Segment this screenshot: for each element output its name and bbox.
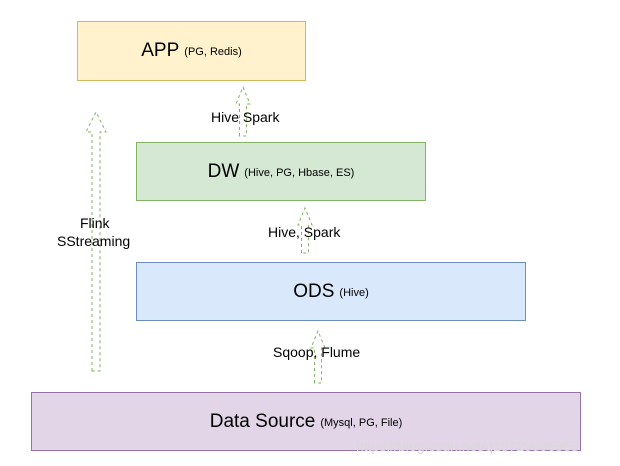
watermark-text: https://blog.csdn.net/q18729096963 xyxy=(356,438,579,454)
source-to-ods-label: Sqoop, Flume xyxy=(273,344,361,360)
dw-layer-detail: (Hive, PG, Hbase, ES) xyxy=(244,166,355,179)
data-source-layer-detail: (Mysql, PG, File) xyxy=(320,416,403,429)
app-layer-detail: (PG, Redis) xyxy=(184,46,242,58)
dw-layer-box: DW (Hive, PG, Hbase, ES) xyxy=(136,142,426,201)
ods-layer-name: ODS xyxy=(293,280,335,302)
dw-layer-name: DW xyxy=(207,160,240,182)
dw-to-app-arrow xyxy=(235,85,251,137)
data-source-layer-box: Data Source (Mysql, PG, File) xyxy=(31,392,581,451)
data-source-layer-name: Data Source xyxy=(209,410,316,432)
app-layer-name: APP xyxy=(141,40,180,61)
dw-to-app-label: Hive Spark xyxy=(211,109,280,125)
ods-layer-box: ODS (Hive) xyxy=(136,262,526,321)
streaming-label-line1: Flink xyxy=(80,215,110,231)
streaming-label-line2: SStreaming xyxy=(57,233,131,249)
ods-layer-detail: (Hive) xyxy=(339,286,369,299)
ods-to-dw-arrow xyxy=(297,206,313,254)
streaming-arrow xyxy=(85,110,107,372)
ods-to-dw-label: Hive, Spark xyxy=(268,224,341,240)
source-to-ods-arrow xyxy=(310,329,326,384)
app-layer-box: APP (PG, Redis) xyxy=(77,21,306,81)
